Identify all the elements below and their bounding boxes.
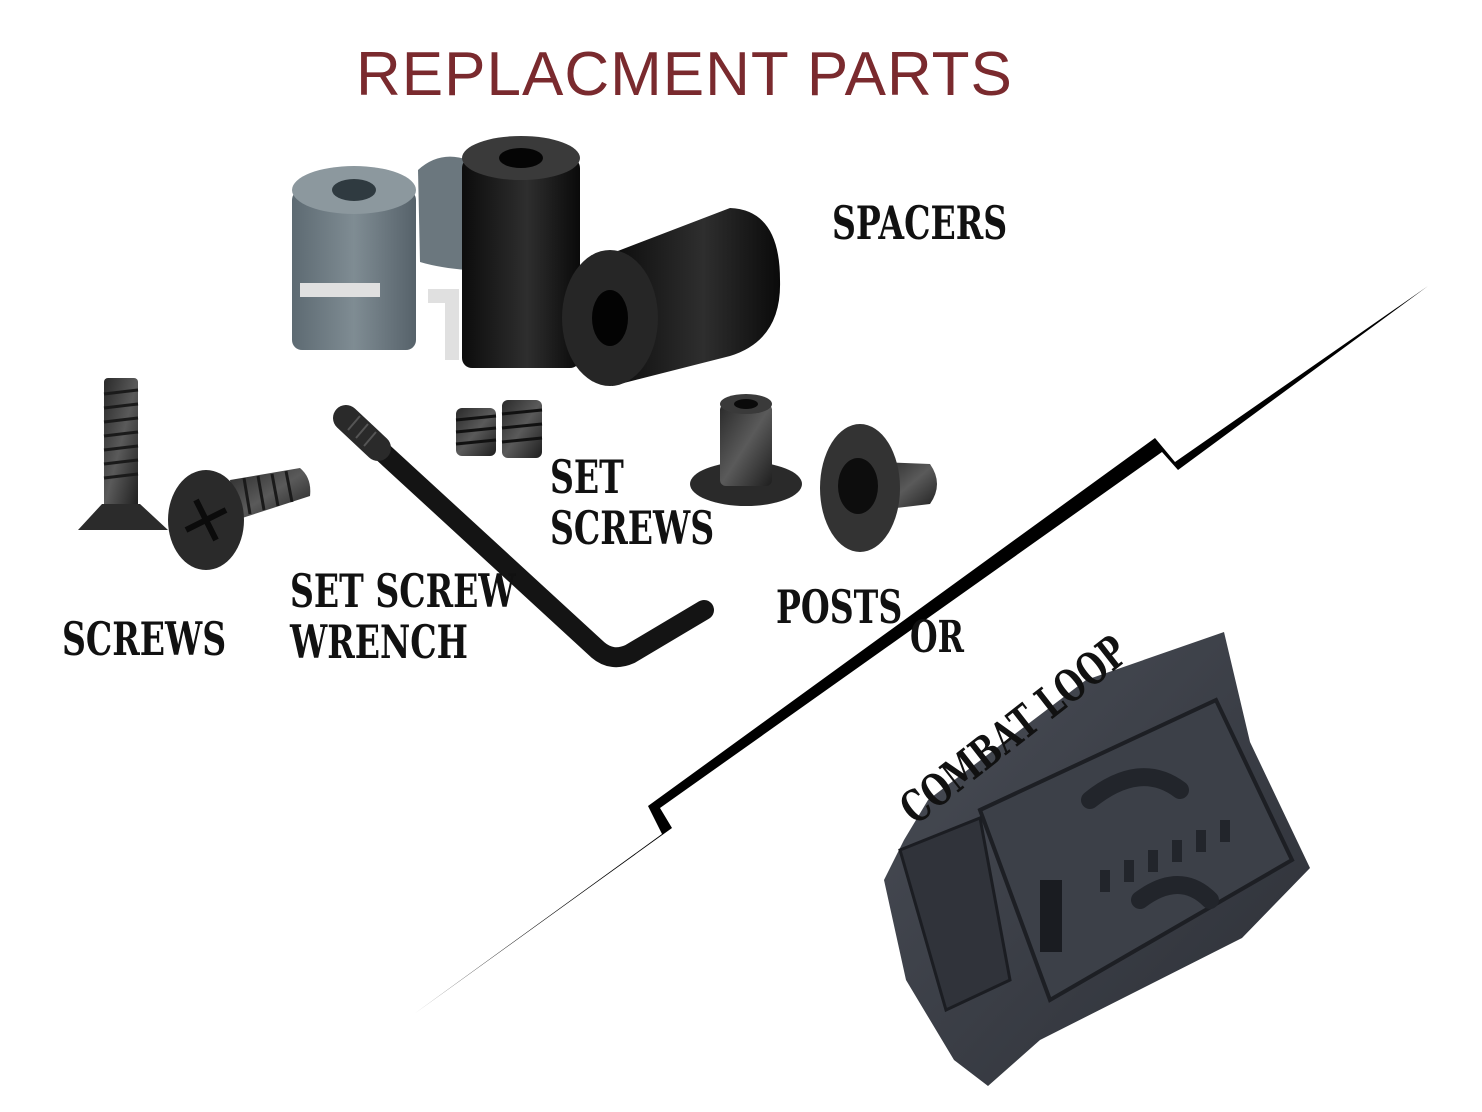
set-screw-wrench-label: SET SCREW WRENCH	[290, 566, 516, 667]
spacers-label: SPACERS	[832, 196, 1008, 250]
combat-loop-icon	[884, 632, 1310, 1086]
set-screws-label-line2: SCREWS	[550, 500, 715, 555]
set-screw-wrench-icon	[333, 405, 714, 668]
or-label: OR	[910, 612, 964, 663]
set-screw-wrench-label-line1: SET SCREW	[290, 564, 516, 618]
post-icon	[690, 394, 937, 552]
set-screw-wrench-label-line2: WRENCH	[290, 614, 468, 669]
spacer-icon	[292, 136, 781, 386]
page-title: REPLACMENT PARTS	[356, 40, 1013, 109]
set-screws-label: SET SCREWS	[550, 452, 714, 553]
screws-label: SCREWS	[62, 612, 227, 666]
divider-slash	[414, 286, 1428, 1014]
set-screw-icon	[455, 400, 543, 458]
screw-icon	[78, 378, 311, 570]
posts-label: POSTS	[776, 580, 903, 634]
set-screws-label-line1: SET	[550, 450, 624, 504]
